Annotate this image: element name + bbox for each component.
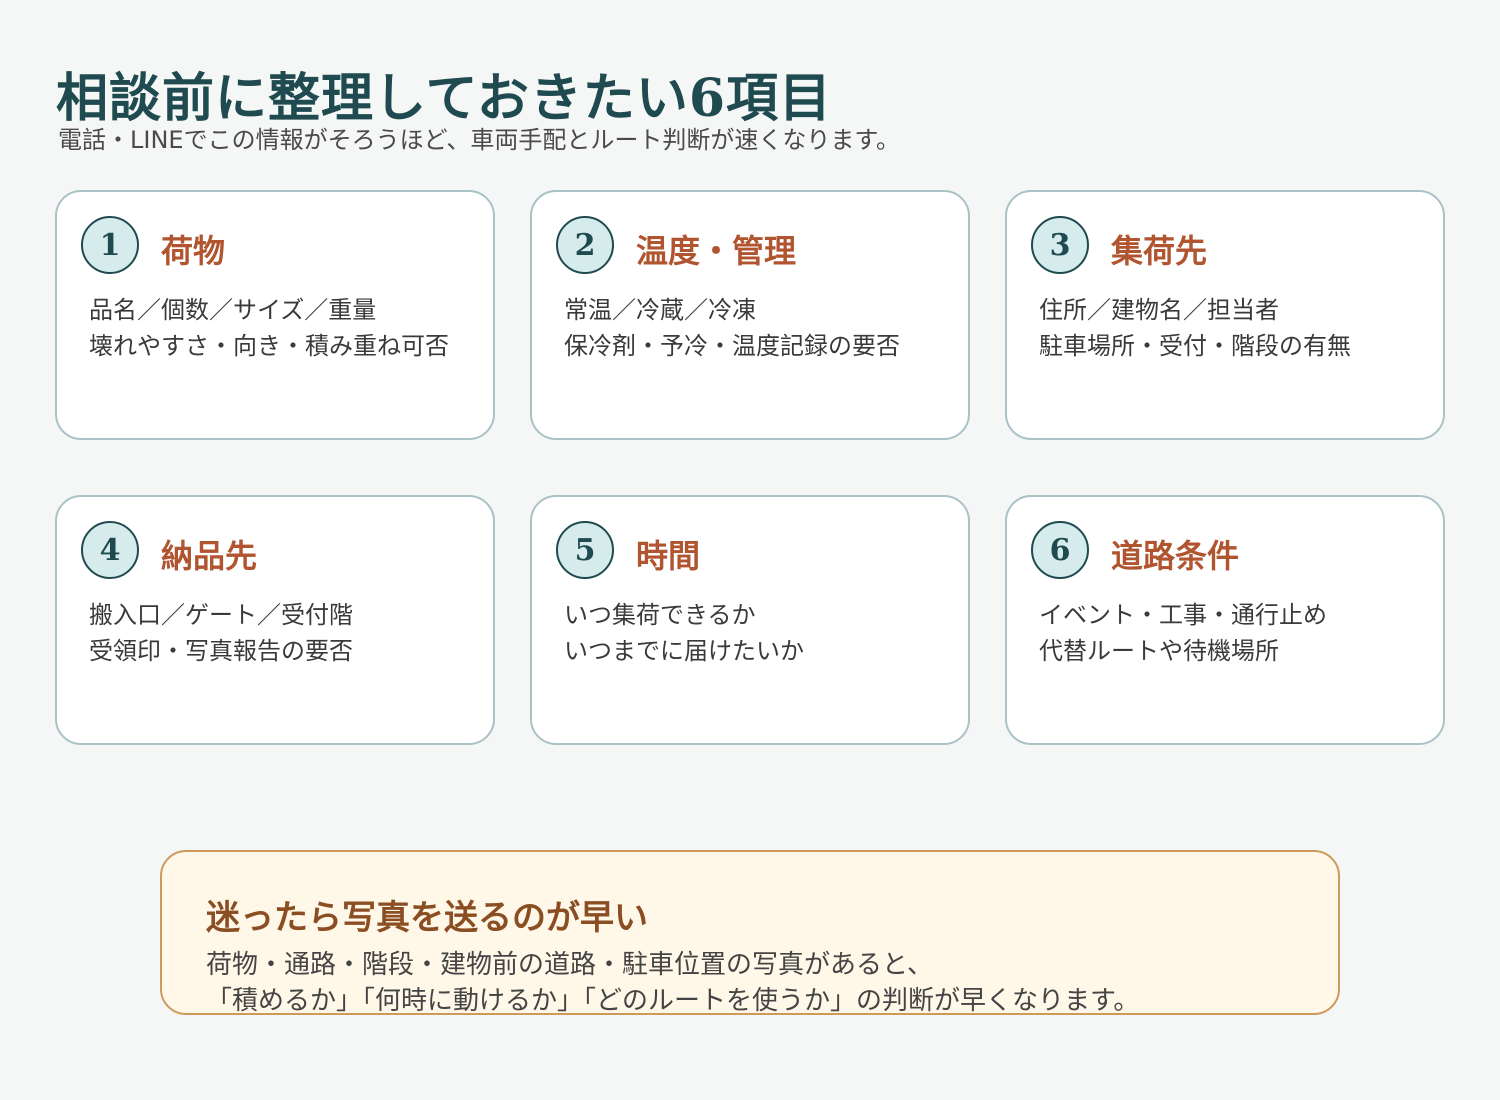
page-title: 相談前に整理しておきたい6項目 [56,68,833,129]
card-line: 受領印・写真報告の要否 [89,637,353,665]
card-number-badge: 6 [1031,521,1089,579]
card-cargo: 1 荷物 品名／個数／サイズ／重量 壊れやすさ・向き・積み重ね可否 [55,190,495,440]
card-line: 駐車場所・受付・階段の有無 [1039,332,1351,360]
card-pickup: 3 集荷先 住所／建物名／担当者 駐車場所・受付・階段の有無 [1005,190,1445,440]
card-number-badge: 5 [556,521,614,579]
card-number-badge: 3 [1031,216,1089,274]
page-subtitle: 電話・LINEでこの情報がそろうほど、車両手配とルート判断が速くなります。 [58,126,900,154]
card-line: いつ集荷できるか [564,601,756,629]
card-title: 荷物 [161,232,226,270]
card-line: いつまでに届けたいか [564,637,804,665]
card-number-badge: 4 [81,521,139,579]
card-line: イベント・工事・通行止め [1039,601,1327,629]
card-title: 時間 [636,537,701,575]
card-line: 搬入口／ゲート／受付階 [89,601,353,629]
card-title: 温度・管理 [636,232,797,270]
card-line: 品名／個数／サイズ／重量 [89,296,377,324]
tip-box: 迷ったら写真を送るのが早い 荷物・通路・階段・建物前の道路・駐車位置の写真がある… [160,850,1340,1016]
card-line: 保冷剤・予冷・温度記録の要否 [564,332,900,360]
card-title: 道路条件 [1111,537,1240,575]
card-road-conditions: 6 道路条件 イベント・工事・通行止め 代替ルートや待機場所 [1005,495,1445,745]
card-line: 代替ルートや待機場所 [1039,637,1279,665]
card-title: 集荷先 [1111,232,1208,270]
tip-title: 迷ったら写真を送るのが早い [206,898,648,938]
card-line: 常温／冷蔵／冷凍 [564,296,756,324]
tip-line: 荷物・通路・階段・建物前の道路・駐車位置の写真があると、 [206,950,933,980]
card-line: 壊れやすさ・向き・積み重ね可否 [89,332,449,360]
card-number-badge: 1 [81,216,139,274]
card-temperature: 2 温度・管理 常温／冷蔵／冷凍 保冷剤・予冷・温度記録の要否 [530,190,970,440]
card-number-badge: 2 [556,216,614,274]
card-time: 5 時間 いつ集荷できるか いつまでに届けたいか [530,495,970,745]
tip-line: 「積めるか」「何時に動けるか」「どのルートを使うか」の判断が早くなります。 [206,986,1140,1016]
card-delivery: 4 納品先 搬入口／ゲート／受付階 受領印・写真報告の要否 [55,495,495,745]
card-title: 納品先 [161,537,258,575]
card-line: 住所／建物名／担当者 [1039,296,1279,324]
